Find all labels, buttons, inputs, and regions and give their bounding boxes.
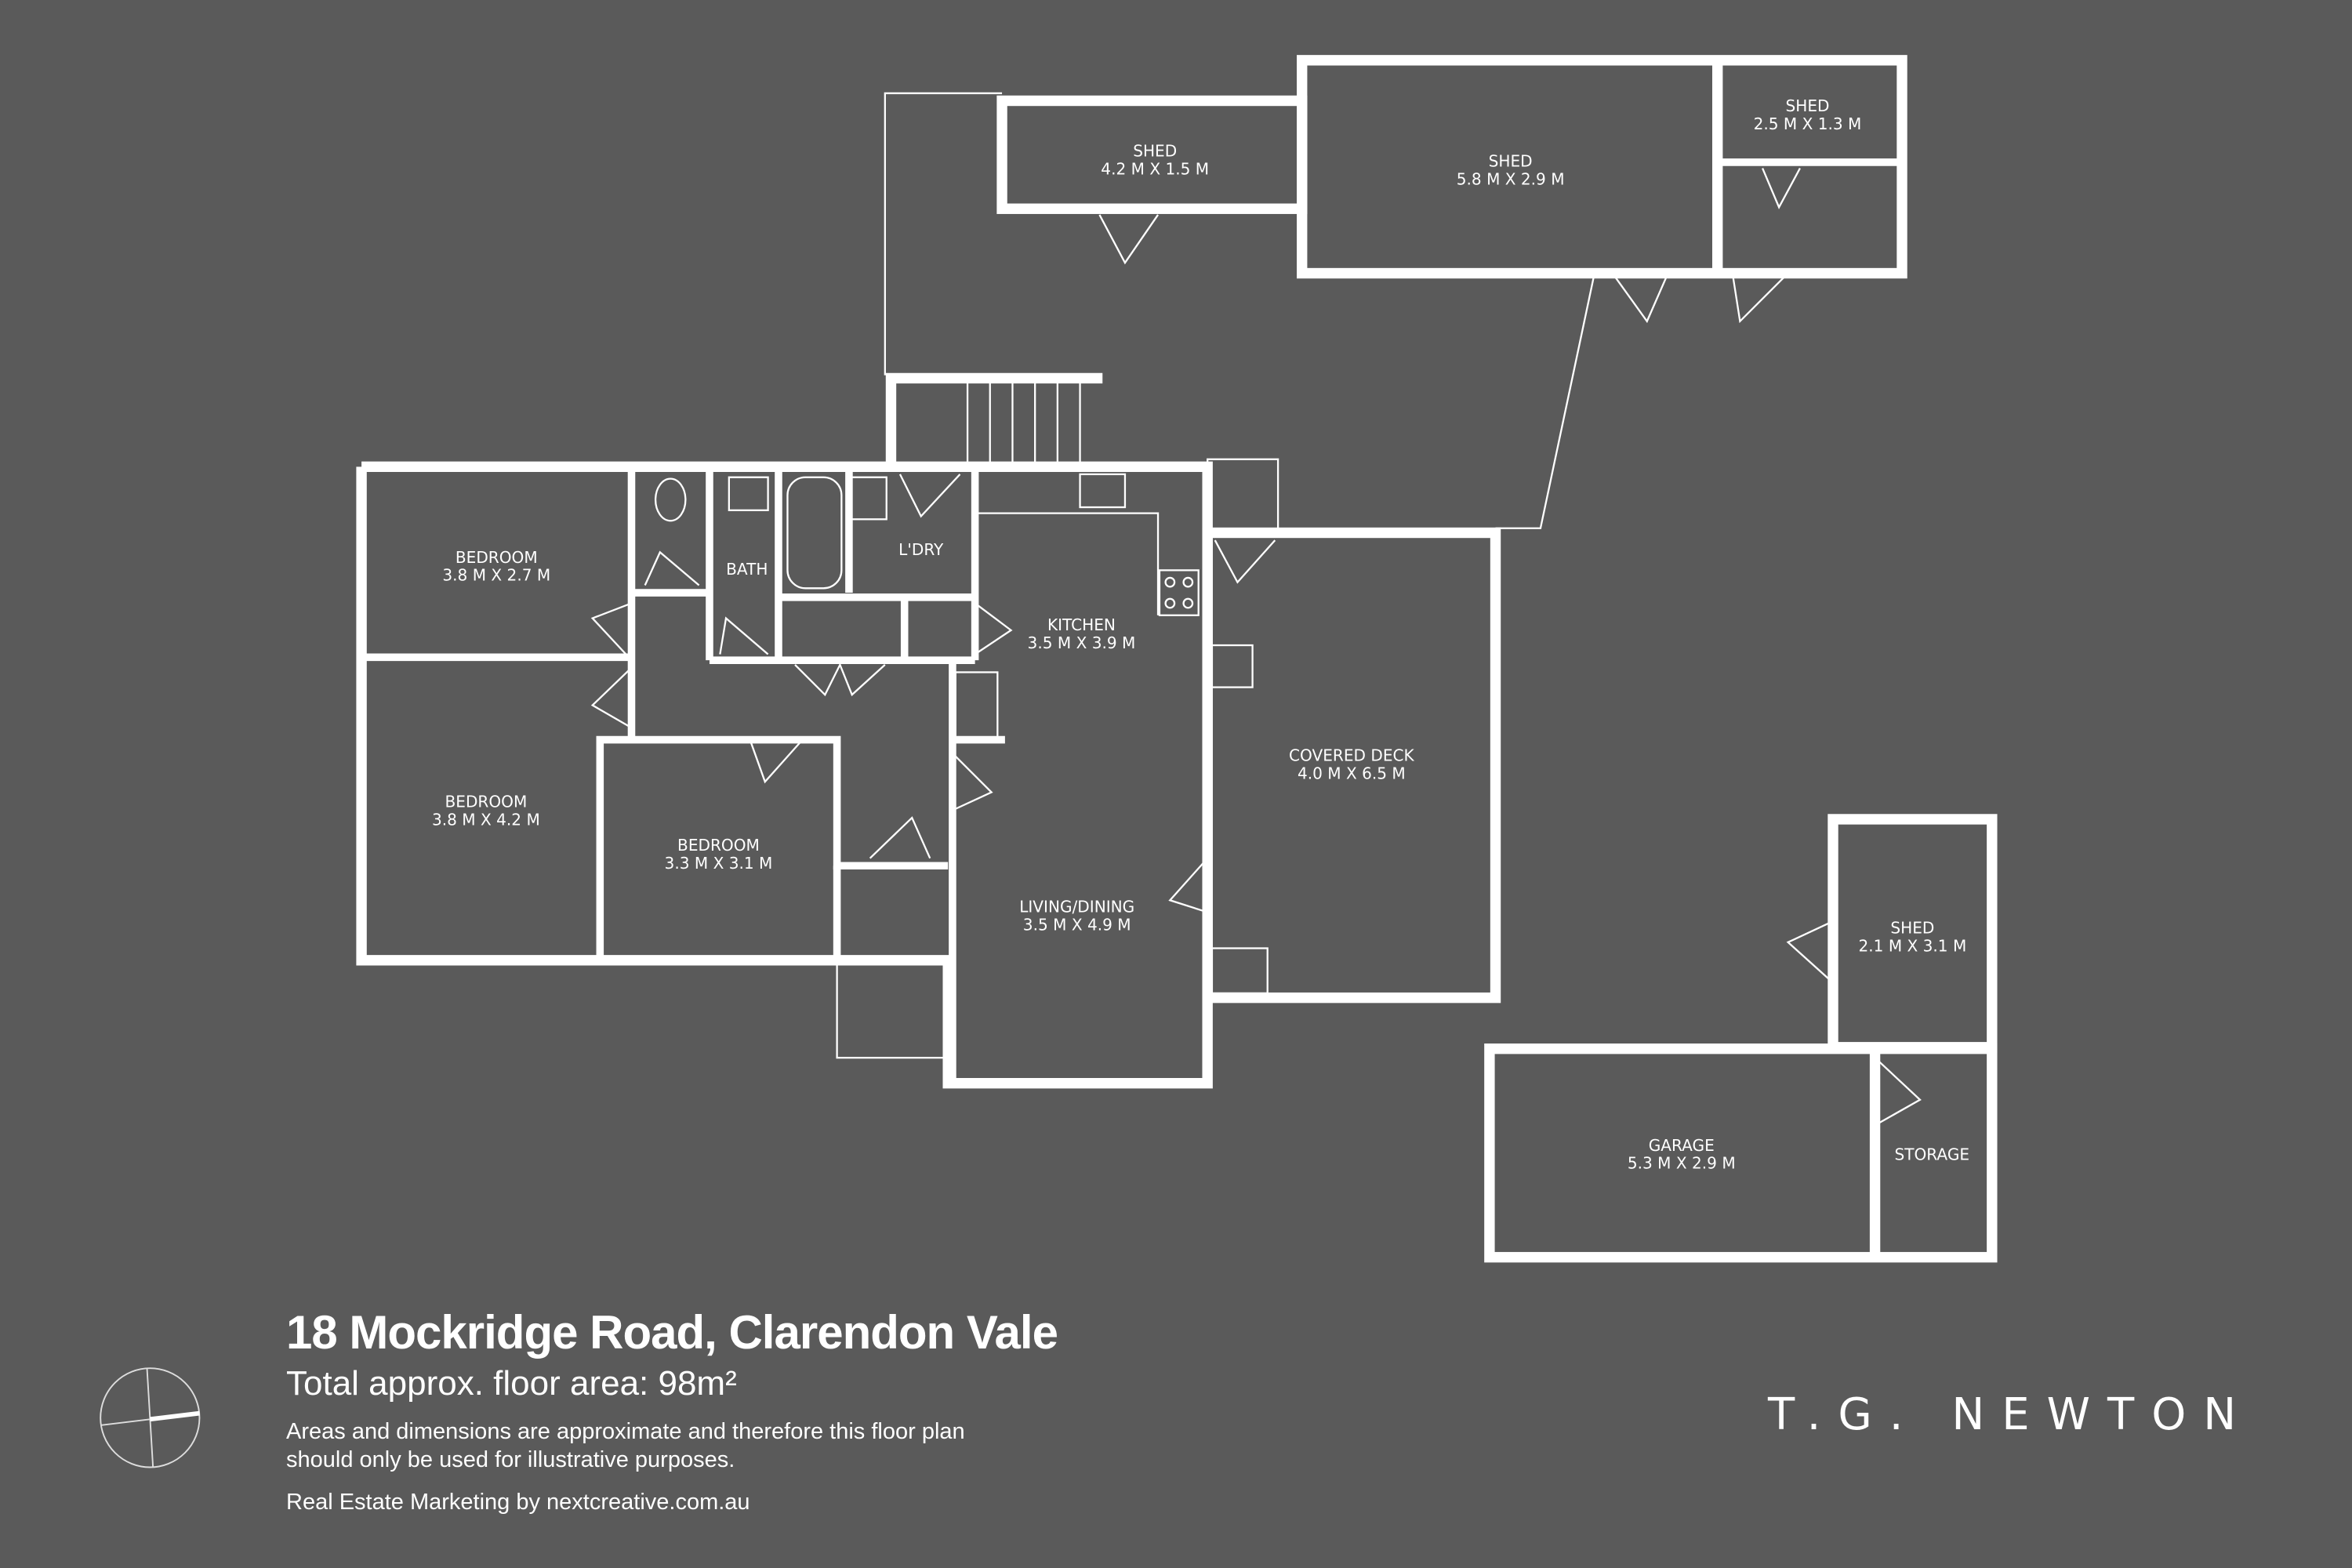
garage-room [1484, 1043, 1998, 1263]
floor-area: Total approx. floor area: 98m² [286, 1364, 737, 1403]
cooktop [1158, 569, 1200, 616]
kitchen-sink [1079, 473, 1127, 509]
dims-living: 3.5 M X 4.9 M [1023, 916, 1131, 935]
dims-deck: 4.0 M X 6.5 M [1298, 764, 1406, 782]
label-shed-1: SHED [1133, 141, 1177, 160]
sink [728, 476, 769, 511]
shed-2-room [1297, 55, 1907, 279]
label-shed-2: SHED [1489, 152, 1533, 171]
laundry-tub [849, 476, 887, 521]
bathtub [786, 476, 843, 590]
label-kitchen: KITCHEN [1047, 615, 1116, 634]
label-bedroom-1: BEDROOM [456, 548, 538, 567]
dims-shed-4: 2.1 M X 3.1 M [1859, 936, 1967, 955]
label-shed-3: SHED [1785, 96, 1829, 115]
covered-deck-room [1202, 527, 1501, 1004]
dims-shed-1: 4.2 M X 1.5 M [1101, 159, 1209, 178]
dims-kitchen: 3.5 M X 3.9 M [1028, 633, 1136, 652]
label-storage: STORAGE [1894, 1145, 1969, 1163]
credit: Real Estate Marketing by nextcreative.co… [286, 1490, 750, 1515]
stairs [885, 372, 1279, 535]
dims-bedroom-2: 3.8 M X 4.2 M [432, 811, 540, 829]
fixtures [654, 473, 1269, 995]
label-deck: COVERED DECK [1289, 746, 1415, 764]
label-bath: BATH [726, 560, 768, 579]
dims-garage: 5.3 M X 2.9 M [1628, 1154, 1736, 1173]
door-swings [590, 168, 1922, 1127]
label-bedroom-3: BEDROOM [677, 836, 760, 855]
property-address: 18 Mockridge Road, Clarendon Vale [286, 1306, 1058, 1359]
dims-shed-3: 2.5 M X 1.3 M [1754, 114, 1862, 133]
brand-logo: T.G. NEWTON [1768, 1389, 2254, 1440]
compass-icon [100, 1367, 201, 1468]
disclaimer: Areas and dimensions are approximate and… [286, 1419, 965, 1472]
room-labels: BEDROOM 3.8 M X 2.7 M BEDROOM 3.8 M X 4.… [432, 96, 1969, 1173]
dims-bedroom-3: 3.3 M X 3.1 M [665, 854, 773, 873]
label-garage: GARAGE [1649, 1136, 1715, 1155]
label-bedroom-2: BEDROOM [445, 793, 527, 811]
main-house-walls [356, 461, 1213, 1089]
toilet [654, 477, 687, 522]
label-laundry: L'DRY [898, 540, 944, 559]
dims-bedroom-1: 3.8 M X 2.7 M [442, 566, 550, 585]
dims-shed-2: 5.8 M X 2.9 M [1457, 170, 1565, 189]
label-shed-4: SHED [1890, 918, 1934, 937]
label-living: LIVING/DINING [1019, 898, 1134, 916]
